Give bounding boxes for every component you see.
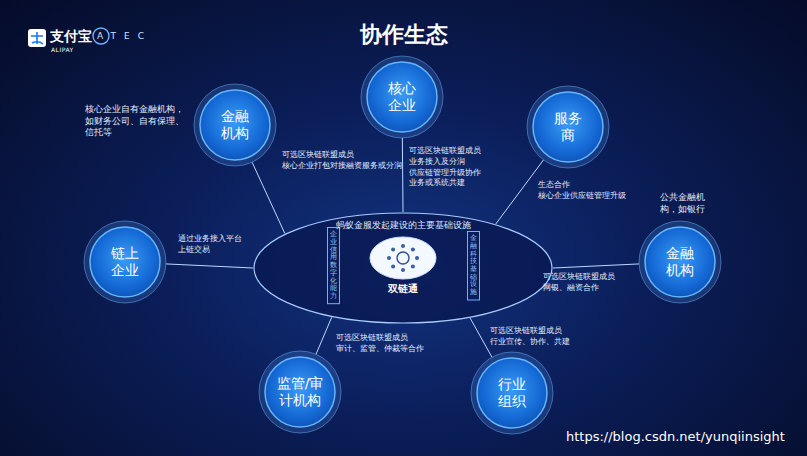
node-label: 链上企业 bbox=[110, 245, 140, 279]
partner-circle: 行业组织 bbox=[471, 352, 553, 434]
circle-fill bbox=[477, 358, 547, 428]
connector-label: 通过业务接入平台 上链交易 bbox=[178, 234, 258, 256]
core-icon-dot bbox=[411, 264, 415, 268]
connector-line bbox=[316, 317, 332, 354]
connector-line bbox=[553, 264, 639, 268]
circle-glow bbox=[471, 352, 553, 434]
node-label: 服务商 bbox=[553, 110, 583, 144]
core-icon-dot bbox=[415, 256, 419, 260]
circle-fill bbox=[367, 62, 437, 132]
node-label: 金融机构 bbox=[220, 108, 250, 142]
connector-line bbox=[402, 138, 404, 212]
watermark: https://blog.csdn.net/yunqiinsight bbox=[566, 429, 802, 444]
node-label: 企业信用数字化能力 bbox=[330, 231, 337, 300]
core-icon-dot bbox=[401, 244, 405, 248]
note-text: 公共金融机构，如银行 bbox=[660, 192, 718, 215]
partner-circle: 链上企业 bbox=[84, 221, 166, 303]
note-text: 核心企业自有金融机构，如财务公司、自有保理、信托等 bbox=[85, 104, 185, 139]
capability-box: 企业信用数字化能力 bbox=[327, 227, 340, 304]
partner-circle: 核心企业 bbox=[361, 56, 443, 138]
node-label: 核心企业 bbox=[387, 80, 417, 114]
alipay-logo bbox=[28, 29, 46, 47]
connector-label: 可选区块链联盟成员 核心企业打包对接融资服务或分润 bbox=[282, 150, 410, 172]
core-icon bbox=[397, 252, 409, 264]
connector-label: 可选区块链联盟成员 审计、监管、仲裁等合作 bbox=[336, 333, 432, 355]
node-label: 金融科技基础设施 bbox=[470, 235, 477, 297]
circle-fill bbox=[533, 92, 603, 162]
connector-line bbox=[252, 162, 285, 233]
connector-line bbox=[496, 160, 544, 224]
node-label: 蚂蚁金服发起建设的主要基础设施 bbox=[253, 220, 553, 231]
circle-glow bbox=[259, 351, 341, 433]
circle-fill bbox=[265, 357, 335, 427]
connector-label: 可选区块链联盟成员 行业宣传、协作、共建 bbox=[490, 326, 580, 348]
node-label: 监管/审计机构 bbox=[271, 375, 329, 409]
alipay-logo-mark bbox=[31, 32, 43, 44]
infrastructure-ellipse: 蚂蚁金服发起建设的主要基础设施企业信用数字化能力双链通金融科技基础设施 bbox=[253, 212, 553, 324]
circle-glow bbox=[639, 221, 721, 303]
page-title: 协作生态 bbox=[0, 20, 807, 50]
circle-glow bbox=[84, 221, 166, 303]
circle-glow bbox=[527, 86, 609, 168]
partner-circle: 金融机构 bbox=[639, 221, 721, 303]
node-label: 双链通 bbox=[350, 283, 456, 295]
node-outline bbox=[370, 237, 436, 279]
connector-line bbox=[166, 264, 253, 268]
circle-fill bbox=[645, 227, 715, 297]
connector-label: 生态合作 核心企业供应链管理升级 bbox=[538, 180, 634, 202]
partner-circle: 服务商 bbox=[527, 86, 609, 168]
ellipse-outline bbox=[254, 213, 552, 323]
box-outline bbox=[467, 232, 479, 301]
core-icon-dot bbox=[411, 248, 415, 252]
node-label: 行业组织 bbox=[497, 376, 527, 410]
connector-label: 可选区块链联盟成员 业务接入及分润 供应链管理升级协作 业务或系统共建 bbox=[409, 146, 509, 189]
connector-label: 可选区块链联盟成员 网银、融资合作 bbox=[543, 272, 623, 294]
core-platform: 双链通 bbox=[370, 237, 436, 279]
core-icon-dot bbox=[401, 268, 405, 272]
logo-text: ALIPAY bbox=[51, 46, 91, 53]
partner-circle: 金融机构 bbox=[194, 84, 276, 166]
node-label: 金融机构 bbox=[665, 245, 695, 279]
core-icon-dot bbox=[391, 248, 395, 252]
partner-circle: 监管/审计机构 bbox=[259, 351, 341, 433]
circle-glow bbox=[194, 84, 276, 166]
logo-text: ATEC bbox=[97, 29, 187, 43]
box-outline bbox=[327, 228, 339, 304]
capability-box: 金融科技基础设施 bbox=[467, 231, 480, 301]
core-ellipse bbox=[370, 237, 436, 279]
circle-fill bbox=[90, 227, 160, 297]
circle-fill bbox=[200, 90, 270, 160]
core-icon-dot bbox=[391, 264, 395, 268]
connector-line bbox=[470, 318, 492, 357]
circle-glow bbox=[361, 56, 443, 138]
core-icon-dot bbox=[387, 256, 391, 260]
